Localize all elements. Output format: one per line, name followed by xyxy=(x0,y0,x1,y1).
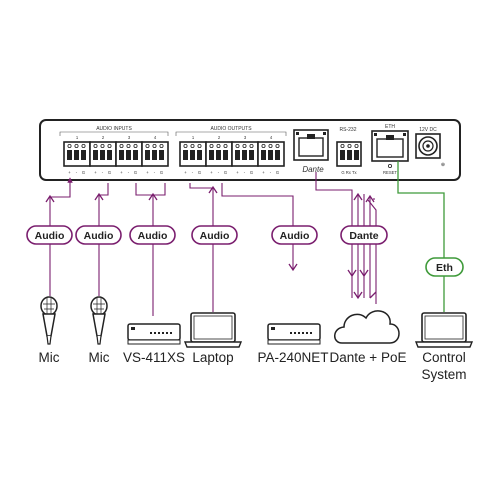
output-pin-labels: + - G + - G + - G + - G xyxy=(184,170,279,175)
eth-connection xyxy=(397,161,445,312)
power-jack: 12V DC ⊕ xyxy=(415,127,445,168)
svg-text:+: + xyxy=(262,170,265,175)
rs232-label: RS-232 xyxy=(340,127,357,133)
audio-pill-pa240: Audio xyxy=(271,225,318,245)
svg-text:G: G xyxy=(160,170,163,175)
svg-text:G: G xyxy=(134,170,137,175)
svg-text:+: + xyxy=(120,170,123,175)
laptop-line xyxy=(189,183,214,312)
caption-mic2: Mic xyxy=(89,350,110,365)
polarity-icon: ⊕ xyxy=(441,162,445,168)
mic1-line xyxy=(49,183,71,296)
vs411-line xyxy=(135,183,154,316)
svg-text:-: - xyxy=(76,170,78,175)
control-laptop-icon xyxy=(414,312,474,348)
amplifier-device-icon xyxy=(267,323,321,345)
eth-pill: Eth xyxy=(425,257,464,277)
svg-text:Audio: Audio xyxy=(138,230,168,242)
audio-output-terminals xyxy=(179,141,285,167)
caption-vs411: VS-411XS xyxy=(123,350,185,365)
dc-label: 12V DC xyxy=(419,127,437,133)
eth-port: ETH RESET xyxy=(371,124,409,175)
reset-label: RESET xyxy=(383,170,397,175)
dante-pill: Dante xyxy=(340,225,388,245)
svg-text:-: - xyxy=(154,170,156,175)
svg-text:+: + xyxy=(68,170,71,175)
svg-text:+: + xyxy=(210,170,213,175)
pill-labels: Audio Audio Audio Audio Audio Dante Eth xyxy=(26,225,464,277)
device-rear-panel: AUDIO INPUTS 1 2 3 4 xyxy=(39,119,461,181)
rs232-port: RS-232 G Rx Tx xyxy=(336,127,362,175)
caption-mic1: Mic xyxy=(39,350,60,365)
svg-text:+: + xyxy=(146,170,149,175)
svg-text:-: - xyxy=(270,170,272,175)
svg-text:G: G xyxy=(198,170,201,175)
dante-logo: Dante xyxy=(302,165,324,174)
input-number-2: 2 xyxy=(102,135,105,140)
svg-text:Audio: Audio xyxy=(200,230,230,242)
caption-laptop: Laptop xyxy=(192,350,233,365)
audio-pill-mic1: Audio xyxy=(26,225,73,245)
svg-text:Audio: Audio xyxy=(35,230,65,242)
svg-text:G: G xyxy=(250,170,253,175)
eth-label: ETH xyxy=(385,124,395,130)
microphone-icon xyxy=(40,296,58,345)
caption-dante-poe: Dante + PoE xyxy=(330,350,407,365)
svg-text:Eth: Eth xyxy=(436,262,453,274)
svg-text:-: - xyxy=(128,170,130,175)
cloud-network-icon xyxy=(334,310,400,344)
laptop-icon xyxy=(183,312,243,348)
svg-text:G: G xyxy=(224,170,227,175)
device-captions: Mic Mic VS-411XS Laptop PA-240NET Dante … xyxy=(39,350,467,382)
output-number-3: 3 xyxy=(244,135,247,140)
audio-pill-mic2: Audio xyxy=(75,225,122,245)
reset-button xyxy=(387,163,392,168)
input-number-4: 4 xyxy=(154,135,157,140)
audio-pill-vs411: Audio xyxy=(129,225,176,245)
svg-text:Dante: Dante xyxy=(349,230,378,242)
svg-text:+: + xyxy=(236,170,239,175)
svg-text:-: - xyxy=(102,170,104,175)
audio-inputs-label: AUDIO INPUTS xyxy=(96,126,132,132)
svg-text:G: G xyxy=(82,170,85,175)
rs232-pins-label: G Rx Tx xyxy=(341,170,357,175)
audio-outputs-label: AUDIO OUTPUTS xyxy=(210,126,252,132)
input-pin-labels: + - G + - G + - G + - G xyxy=(68,170,163,175)
svg-text:Audio: Audio xyxy=(280,230,310,242)
mic2-line xyxy=(98,183,109,296)
svg-text:-: - xyxy=(192,170,194,175)
switcher-device-icon xyxy=(127,323,181,345)
output-number-2: 2 xyxy=(218,135,221,140)
output-number-1: 1 xyxy=(192,135,195,140)
audio-pill-laptop: Audio xyxy=(191,225,238,245)
svg-text:+: + xyxy=(184,170,187,175)
dante-port: Dante xyxy=(293,129,329,174)
svg-text:G: G xyxy=(276,170,279,175)
svg-text:+: + xyxy=(94,170,97,175)
caption-pa240: PA-240NET xyxy=(257,350,328,365)
caption-control-line2: System xyxy=(421,367,466,382)
input-number-1: 1 xyxy=(76,135,79,140)
input-number-3: 3 xyxy=(128,135,131,140)
svg-text:-: - xyxy=(218,170,220,175)
microphone-icon xyxy=(90,296,108,345)
svg-text:Audio: Audio xyxy=(84,230,114,242)
svg-text:G: G xyxy=(108,170,111,175)
svg-text:-: - xyxy=(244,170,246,175)
output-number-4: 4 xyxy=(270,135,273,140)
caption-control-line1: Control xyxy=(422,350,466,365)
audio-input-terminals xyxy=(63,141,169,167)
